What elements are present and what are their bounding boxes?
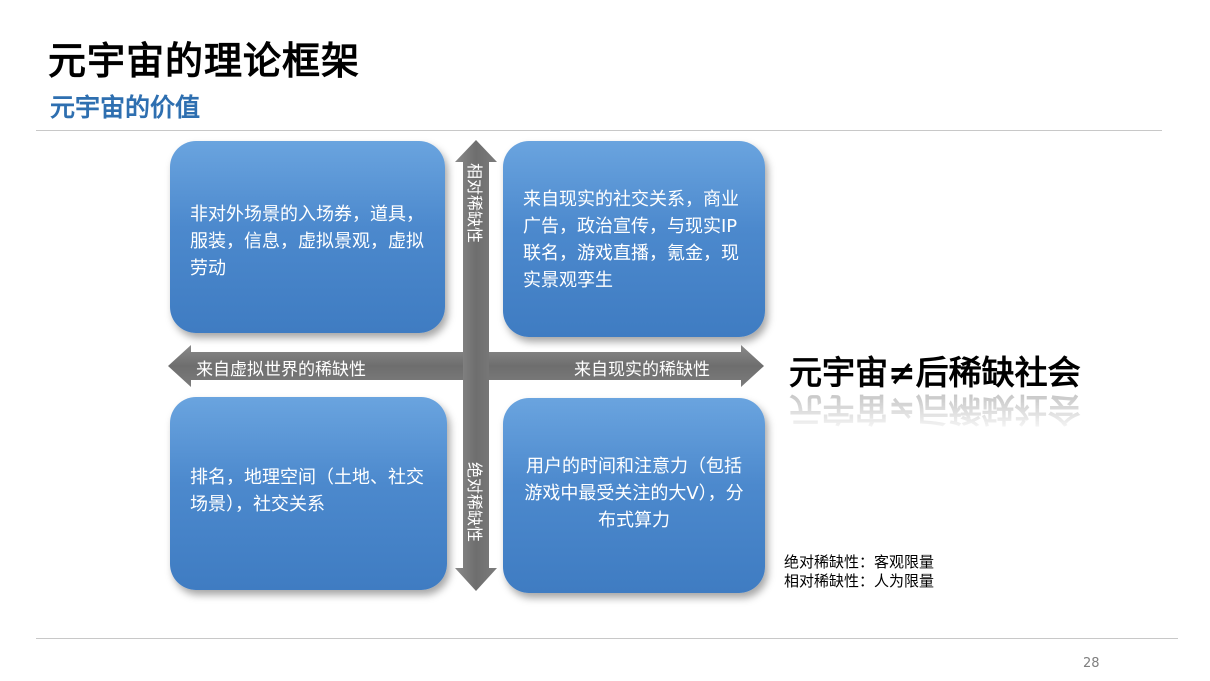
page-title: 元宇宙的理论框架 <box>48 39 361 83</box>
headline-reflection: 元宇宙≠后稀缺社会 <box>789 390 1081 429</box>
quadrant-bottom-left: 排名，地理空间（土地、社交场景），社交关系 <box>170 397 447 590</box>
axis-label-right: 来自现实的稀缺性 <box>574 360 710 380</box>
note-absolute-scarcity: 绝对稀缺性：客观限量 <box>784 553 935 571</box>
quadrant-top-left: 非对外场景的入场券，道具，服装，信息，虚拟景观，虚拟劳动 <box>170 141 445 333</box>
axis-label-left: 来自虚拟世界的稀缺性 <box>196 360 366 380</box>
note-relative-scarcity: 相对稀缺性：人为限量 <box>784 572 935 590</box>
quadrant-bottom-left-text: 排名，地理空间（土地、社交场景），社交关系 <box>190 466 424 515</box>
quadrant-bottom-right: 用户的时间和注意力（包括游戏中最受关注的大V），分布式算力 <box>503 398 765 593</box>
axis-label-bottom: 绝对稀缺性 <box>465 462 484 543</box>
header-divider <box>36 130 1162 131</box>
page-subtitle: 元宇宙的价值 <box>50 93 201 122</box>
quadrant-top-left-text: 非对外场景的入场券，道具，服装，信息，虚拟景观，虚拟劳动 <box>190 204 424 279</box>
quadrant-bottom-right-text: 用户的时间和注意力（包括游戏中最受关注的大V），分布式算力 <box>524 456 744 531</box>
footer-divider <box>36 638 1178 639</box>
vertical-axis-arrow <box>455 140 497 591</box>
axis-label-top: 相对稀缺性 <box>465 163 484 244</box>
quadrant-top-right-text: 来自现实的社交关系，商业广告，政治宣传，与现实IP联名，游戏直播，氪金，现实景观… <box>523 189 739 291</box>
page-number: 28 <box>1083 656 1100 671</box>
headline: 元宇宙≠后稀缺社会 <box>789 353 1081 392</box>
quadrant-top-right: 来自现实的社交关系，商业广告，政治宣传，与现实IP联名，游戏直播，氪金，现实景观… <box>503 141 765 337</box>
